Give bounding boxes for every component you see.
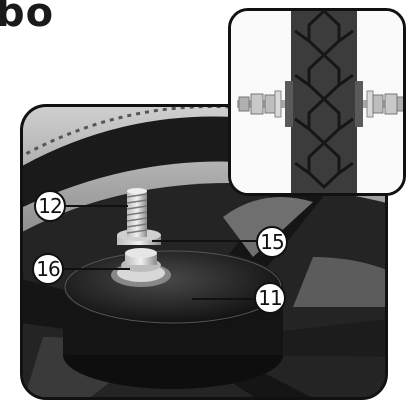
leader-line-16	[64, 268, 130, 270]
callout-16: 16	[32, 253, 64, 285]
callout-11: 11	[254, 282, 286, 314]
leader-line-11	[192, 298, 254, 300]
callout-15: 15	[256, 226, 288, 258]
wheel-axle-illustration	[23, 107, 385, 397]
leader-line-12	[66, 205, 128, 207]
tire-tread-illustration	[231, 11, 403, 193]
callout-12: 12	[34, 190, 66, 222]
page-heading: bo	[0, 0, 55, 36]
leader-line-15	[152, 240, 258, 242]
wheel-axle-photo	[20, 104, 388, 400]
tire-top-view-inset	[228, 8, 406, 196]
